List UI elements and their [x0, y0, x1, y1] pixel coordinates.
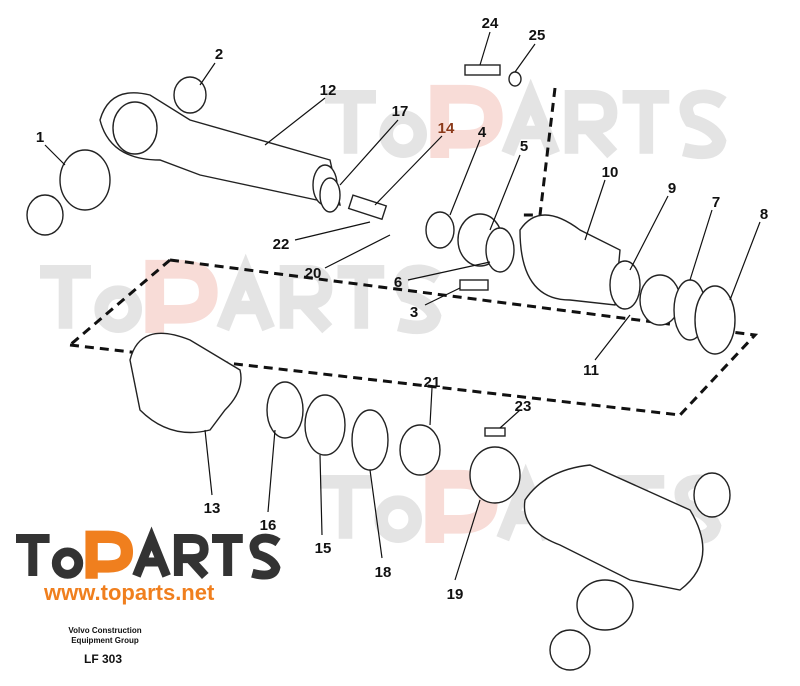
seal	[425, 211, 455, 249]
label-22[interactable]: 22	[273, 236, 290, 253]
label-8[interactable]: 8	[760, 206, 768, 223]
label-24[interactable]: 24	[482, 15, 499, 32]
cylinder-head	[519, 214, 621, 306]
tube-end-eye	[523, 464, 704, 591]
label-11[interactable]: 11	[583, 362, 599, 379]
label-10[interactable]: 10	[602, 164, 619, 181]
manufacturer-line1: Volvo Construction	[68, 626, 142, 635]
ring	[609, 260, 641, 310]
label-15[interactable]: 15	[315, 540, 332, 557]
label-4[interactable]: 4	[478, 124, 487, 141]
label-5[interactable]: 5	[520, 138, 528, 155]
o-ring	[319, 177, 341, 213]
label-16[interactable]: 16	[260, 517, 277, 534]
snap-ring	[173, 76, 207, 114]
label-3[interactable]: 3	[410, 304, 418, 321]
nut	[399, 424, 441, 476]
leader-lines	[44, 31, 761, 581]
part-labels: 24 25 2 12 17 14 4 5 1 10 9 7 8 22 20 6 …	[36, 15, 768, 603]
label-18[interactable]: 18	[375, 564, 392, 581]
screw	[459, 279, 489, 291]
bushing	[469, 446, 521, 504]
label-2[interactable]: 2	[215, 46, 223, 63]
snap-ring	[26, 194, 64, 236]
label-12[interactable]: 12	[320, 82, 337, 99]
seal	[351, 409, 389, 471]
cylinder-tube	[129, 332, 242, 434]
spring	[347, 194, 388, 221]
label-19[interactable]: 19	[447, 586, 464, 603]
label-21[interactable]: 21	[424, 374, 441, 391]
label-20[interactable]: 20	[305, 265, 322, 282]
label-7[interactable]: 7	[712, 194, 720, 211]
drawing-code: LF 303	[84, 652, 123, 666]
snap-ring	[693, 472, 731, 518]
label-14[interactable]: 14	[438, 120, 455, 137]
label-1[interactable]: 1	[36, 129, 44, 146]
label-17[interactable]: 17	[392, 103, 409, 120]
screw	[464, 64, 501, 76]
assembly-dashed-line	[69, 258, 759, 417]
toparts-logo	[16, 537, 278, 579]
label-6[interactable]: 6	[394, 274, 402, 291]
website-link[interactable]: www.toparts.net	[44, 580, 215, 605]
bushing	[266, 381, 304, 439]
piston-rod	[99, 92, 341, 206]
screw	[484, 427, 506, 437]
label-13[interactable]: 13	[204, 500, 221, 517]
manufacturer-line2: Equipment Group	[71, 636, 139, 645]
washer	[508, 71, 522, 87]
backup-ring	[694, 285, 736, 355]
manufacturer: Volvo Construction Equipment Group	[40, 626, 170, 646]
snap-ring	[549, 629, 591, 671]
label-23[interactable]: 23	[515, 398, 532, 415]
bushing	[59, 149, 111, 211]
seal	[485, 227, 515, 273]
label-9[interactable]: 9	[668, 180, 676, 197]
piston	[304, 394, 346, 456]
label-25[interactable]: 25	[529, 27, 546, 44]
bushing	[576, 579, 634, 631]
